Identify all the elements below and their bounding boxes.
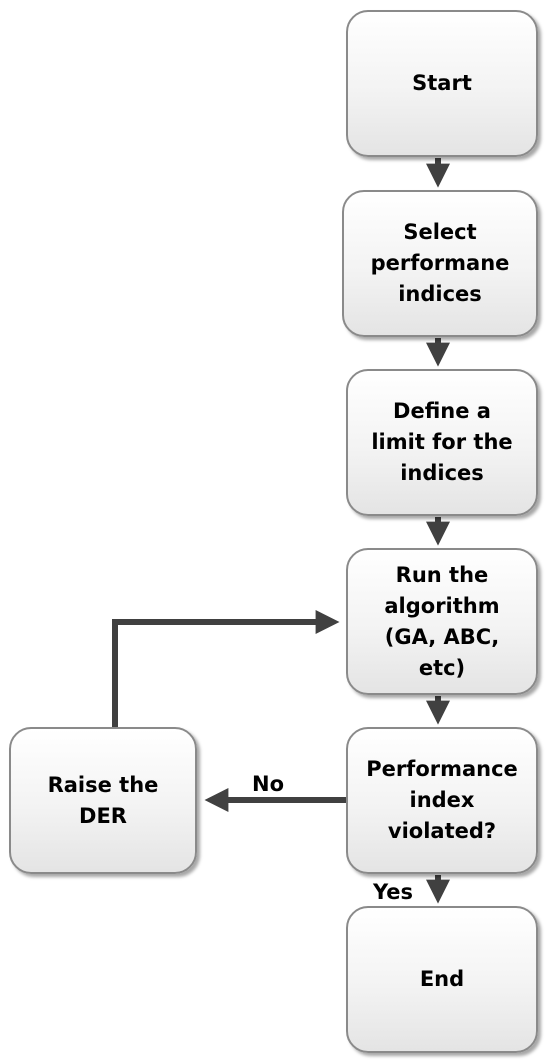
run-algorithm-label: Run the algorithm (GA, ABC, etc) [384,562,500,680]
raise-der-label: Raise the DER [47,772,159,828]
end-node-label: End [419,967,465,991]
index-violated-node: Performance index violated? [346,727,538,874]
define-limit-node: Define a limit for the indices [346,369,538,516]
start-node-label: Start [412,71,472,95]
arrow-raise-to-run [112,610,340,727]
end-node: End [346,906,538,1053]
raise-der-node: Raise the DER [9,727,197,874]
edge-label-yes: Yes [373,880,414,904]
define-limit-label: Define a limit for the indices [371,399,513,485]
select-indices-node: Select performane indices [342,190,538,337]
run-algorithm-node: Run the algorithm (GA, ABC, etc) [346,548,538,695]
edge-label-no: No [252,772,285,796]
index-violated-label: Performance index violated? [366,757,518,843]
start-node: Start [346,10,538,157]
select-indices-label: Select performane indices [370,220,510,306]
